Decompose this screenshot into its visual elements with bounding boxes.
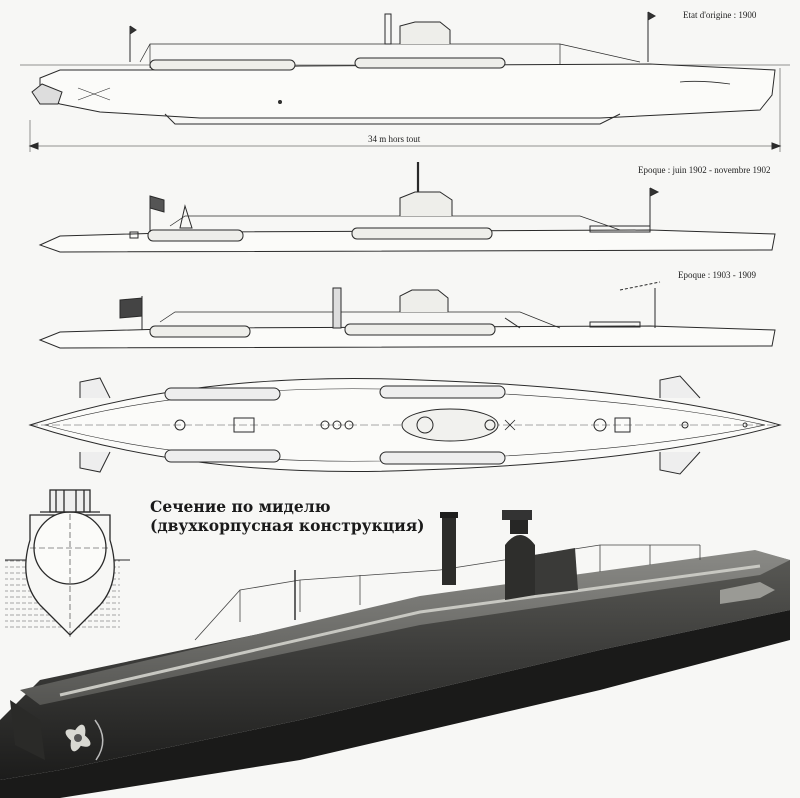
section-caption: Сечение по миделю (двухкорпусная констру… bbox=[150, 497, 425, 535]
profile-label-1903-1909: Epoque : 1903 - 1909 bbox=[678, 270, 756, 280]
profile-1903-1909 bbox=[38, 281, 776, 349]
midship-cross-section bbox=[5, 489, 130, 640]
profile-label-original: Etat d'origine : 1900 bbox=[683, 10, 757, 20]
plan-view bbox=[28, 375, 782, 475]
length-dimension-label: 34 m hors tout bbox=[368, 134, 421, 144]
section-caption-line1: Сечение по миделю bbox=[150, 497, 331, 516]
section-caption-line2: (двухкорпусная конструкция) bbox=[150, 516, 425, 535]
propeller-icon bbox=[65, 724, 91, 752]
model-photograph bbox=[0, 510, 790, 798]
profile-original-1900 bbox=[20, 11, 790, 152]
profile-1902 bbox=[38, 162, 776, 253]
profile-label-1902: Epoque : juin 1902 - novembre 1902 bbox=[638, 165, 771, 175]
